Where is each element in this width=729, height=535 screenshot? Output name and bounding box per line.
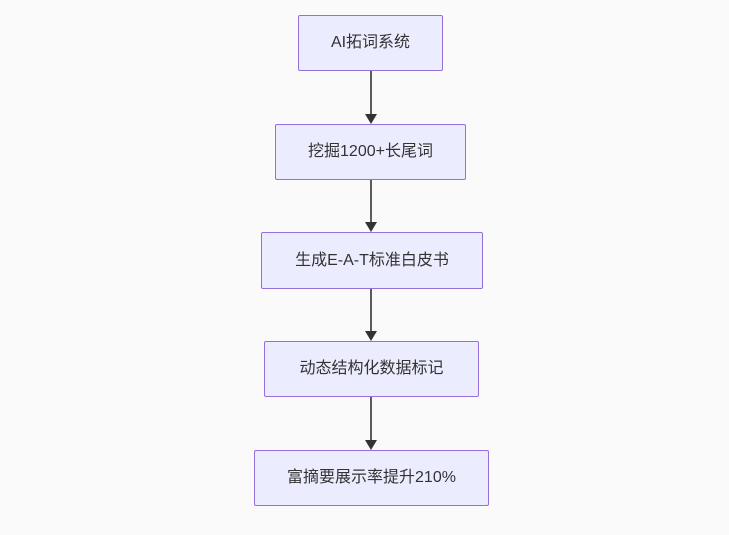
node-label: 富摘要展示率提升210% — [287, 469, 456, 487]
flowchart-node-structured-data-markup: 动态结构化数据标记 — [264, 341, 479, 397]
arrow-head-icon — [364, 440, 377, 450]
arrow-line — [369, 71, 372, 117]
arrow-line — [369, 289, 372, 334]
node-label: 动态结构化数据标记 — [299, 360, 444, 378]
node-label: 生成E-A-T标准白皮书 — [295, 251, 449, 269]
node-label: 挖掘1200+长尾词 — [308, 143, 433, 161]
flowchart-node-rich-snippet-result: 富摘要展示率提升210% — [254, 450, 489, 506]
arrow-head-icon — [364, 222, 377, 232]
flow-arrow — [364, 289, 377, 341]
flowchart-node-eat-whitepaper: 生成E-A-T标准白皮书 — [261, 232, 483, 289]
arrow-head-icon — [364, 331, 377, 341]
flowchart-node-longtail-mining: 挖掘1200+长尾词 — [275, 124, 466, 180]
flow-arrow — [364, 180, 377, 232]
flowchart-node-ai-keyword-system: AI拓词系统 — [298, 15, 443, 71]
flow-arrow — [364, 397, 377, 450]
flow-arrow — [364, 71, 377, 124]
arrow-line — [369, 180, 372, 225]
arrow-head-icon — [364, 114, 377, 124]
arrow-line — [369, 397, 372, 443]
node-label: AI拓词系统 — [330, 34, 411, 52]
